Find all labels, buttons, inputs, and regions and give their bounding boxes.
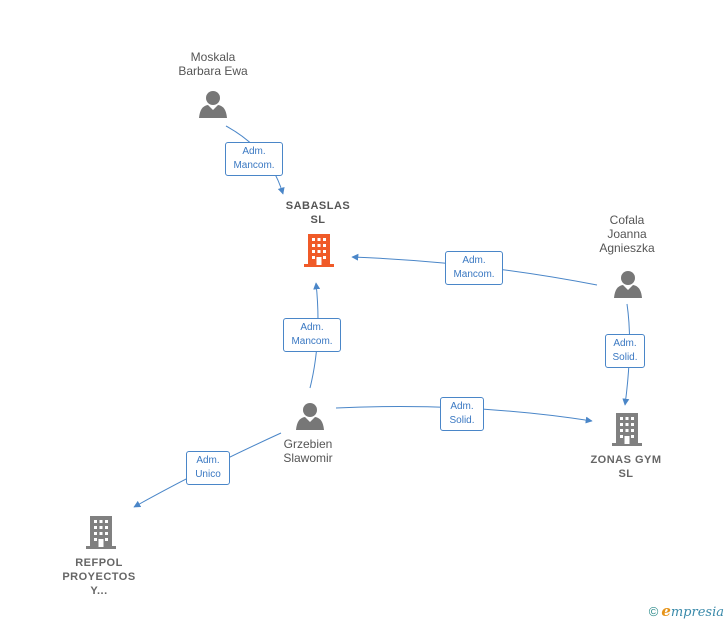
edge-label-line: Mancom. <box>291 336 333 347</box>
edge-label-grzebien-zonas[interactable]: Adm. Solid. <box>440 397 484 431</box>
empresia-logo-initial: e <box>661 602 671 620</box>
edge-label-line: Adm. <box>613 338 637 349</box>
node-label-line: Cofala <box>609 213 645 227</box>
edge-label-cofala-sabaslas[interactable]: Adm. Mancom. <box>445 251 503 285</box>
edge-label-line: Solid. <box>449 415 475 426</box>
edge-label-line: Adm. <box>196 455 220 466</box>
node-label-sabaslas[interactable]: SABASLAS SL <box>286 199 351 227</box>
edge-label-grzebien-sabaslas[interactable]: Adm. Mancom. <box>283 318 341 352</box>
person-icon[interactable] <box>614 271 642 298</box>
edge-label-line: Adm. <box>242 146 266 157</box>
node-label-refpol[interactable]: REFPOL PROYECTOS Y... <box>62 556 135 598</box>
edge-label-line: Adm. <box>300 322 324 333</box>
edge-label-moskala-sabaslas[interactable]: Adm. Mancom. <box>225 142 283 176</box>
edge-label-line: Mancom. <box>453 269 495 280</box>
node-label-line: Grzebien <box>283 437 333 451</box>
node-label-line: SABASLAS <box>285 200 351 212</box>
node-label-grzebien[interactable]: Grzebien Slawomir <box>283 437 332 465</box>
node-label-line: SL <box>618 468 634 480</box>
node-label-zonas[interactable]: ZONAS GYM SL <box>590 453 661 481</box>
person-icon[interactable] <box>296 403 324 430</box>
node-label-line: REFPOL <box>75 557 123 569</box>
edge-label-line: Mancom. <box>233 160 275 171</box>
node-label-line: Agnieszka <box>599 241 655 255</box>
building-icon[interactable] <box>86 516 116 549</box>
edge-label-cofala-zonas[interactable]: Adm. Solid. <box>605 334 645 368</box>
node-label-line: PROYECTOS <box>62 571 136 583</box>
node-label-line: Joanna <box>607 227 647 241</box>
person-icon[interactable] <box>199 91 227 118</box>
node-label-line: Y... <box>90 585 108 597</box>
edge-label-line: Adm. <box>462 255 486 266</box>
node-label-line: Slawomir <box>283 451 333 465</box>
empresia-logo-text: mpresia <box>670 605 724 620</box>
node-label-line: Barbara Ewa <box>178 64 248 78</box>
node-label-line: Moskala <box>190 50 236 64</box>
node-label-cofala[interactable]: Cofala Joanna Agnieszka <box>599 213 654 255</box>
node-label-line: SL <box>310 214 326 226</box>
edge-label-line: Unico <box>195 469 221 480</box>
node-label-line: ZONAS GYM <box>590 454 662 466</box>
building-icon[interactable] <box>304 234 334 267</box>
edge-label-line: Adm. <box>450 401 474 412</box>
edge-label-grzebien-refpol[interactable]: Adm. Unico <box>186 451 230 485</box>
building-icon[interactable] <box>612 413 642 446</box>
node-label-moskala[interactable]: Moskala Barbara Ewa <box>178 50 247 78</box>
edge-label-line: Solid. <box>612 352 638 363</box>
empresia-footer[interactable]: ©empresia <box>649 602 724 620</box>
copyright-symbol: © <box>648 604 659 619</box>
